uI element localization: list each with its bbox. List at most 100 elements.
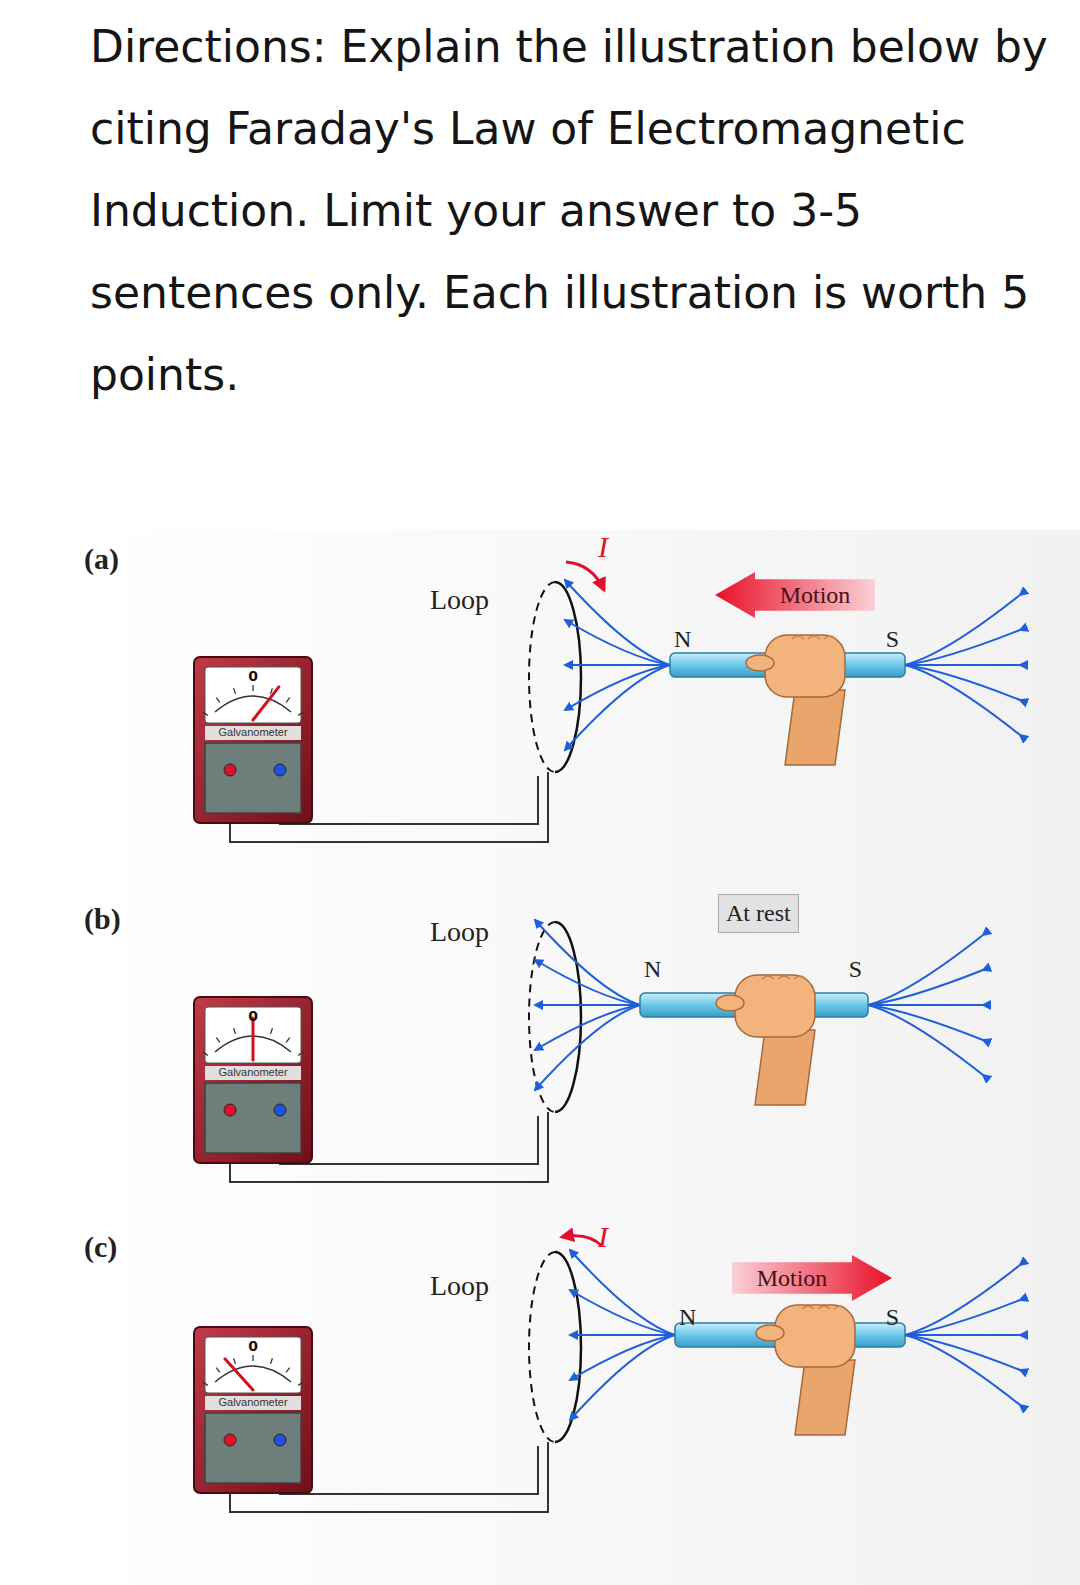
arrow-body <box>732 1255 892 1301</box>
dial-scale <box>215 1366 291 1382</box>
field-line <box>905 1334 1020 1336</box>
blue-terminal <box>274 764 286 776</box>
galvanometer-body <box>194 1327 312 1493</box>
blue-terminal <box>274 1434 286 1446</box>
field-line <box>905 664 1020 666</box>
fist <box>735 975 815 1037</box>
field-line <box>905 630 1020 665</box>
knuckle <box>808 636 820 639</box>
galvanometer-label: Galvanometer <box>218 726 287 738</box>
induction-panel <box>194 920 983 1182</box>
galvanometer-dial <box>205 1337 301 1393</box>
induction-panel <box>194 1236 1020 1512</box>
dial-tick <box>298 712 303 715</box>
thumb <box>756 1325 784 1341</box>
dial-tick <box>203 712 208 715</box>
galvanometer: 0Galvanometer <box>194 997 312 1163</box>
galvanometer: 0Galvanometer <box>194 1327 312 1493</box>
motion-label: Motion <box>757 1265 828 1292</box>
wire <box>280 1110 538 1164</box>
dial-tick <box>298 1052 303 1055</box>
galvanometer-dial <box>205 1007 301 1063</box>
panel-letter: (b) <box>84 902 121 936</box>
current-label: I <box>598 1220 608 1254</box>
field-line <box>570 1250 675 1335</box>
dial-tick <box>270 1028 272 1034</box>
field-line <box>905 1335 1020 1405</box>
galvanometer-base <box>205 1413 301 1483</box>
galvanometer-label: Galvanometer <box>218 1396 287 1408</box>
knuckle <box>834 1306 846 1309</box>
field-line <box>535 1004 640 1006</box>
red-terminal <box>224 1104 236 1116</box>
field-line <box>905 1265 1020 1335</box>
field-line <box>570 1290 675 1335</box>
field-line <box>868 970 983 1005</box>
field-line <box>565 580 670 665</box>
knuckle <box>824 636 836 639</box>
current-arrow <box>562 1236 602 1246</box>
field-line <box>905 595 1020 665</box>
galvanometer-plate <box>205 1396 301 1410</box>
loop-front <box>555 582 581 772</box>
galvanometer: 0Galvanometer <box>194 657 312 823</box>
arrow-body <box>715 572 875 618</box>
current-arrow <box>566 562 604 590</box>
field-line <box>868 1004 983 1006</box>
loop-front <box>555 922 581 1112</box>
panel-letter: (c) <box>84 1230 117 1264</box>
dial-tick <box>252 685 253 691</box>
red-terminal <box>224 1434 236 1446</box>
galvanometer-plate <box>205 1066 301 1080</box>
wrist <box>755 1030 815 1105</box>
field-line <box>535 960 640 1005</box>
field-line <box>570 1334 675 1336</box>
part-label: Loop <box>430 584 489 616</box>
thumb <box>746 655 774 671</box>
dial-tick <box>298 1382 303 1385</box>
induction-panel <box>194 562 1020 842</box>
galvanometer-body <box>194 997 312 1163</box>
dial-tick <box>234 1358 236 1364</box>
knuckle <box>802 1306 814 1309</box>
knuckle <box>792 636 804 639</box>
dial-tick <box>286 1368 290 1373</box>
motion-arrow: Motion <box>715 572 875 618</box>
wrist <box>785 690 845 765</box>
field-line <box>535 1005 640 1090</box>
knuckle <box>762 976 774 979</box>
dial-tick <box>234 688 236 694</box>
galvanometer-needle <box>225 1359 253 1390</box>
galvanometer-plate <box>205 726 301 740</box>
pole-label: S <box>886 1304 899 1331</box>
field-line <box>868 935 983 1005</box>
wire <box>280 770 538 824</box>
dial-tick <box>203 1052 208 1055</box>
dial-tick <box>270 1358 272 1364</box>
thumb <box>716 995 744 1011</box>
field-line <box>905 665 1020 735</box>
wrist <box>795 1360 855 1435</box>
fist <box>775 1305 855 1367</box>
motion-label: Motion <box>780 582 851 609</box>
blue-terminal <box>274 1104 286 1116</box>
galvanometer-base <box>205 1083 301 1153</box>
dial-scale <box>215 696 291 712</box>
dial-tick <box>203 1382 208 1385</box>
knuckle <box>778 976 790 979</box>
state-label: At rest <box>726 900 791 927</box>
current-label: I <box>598 530 608 564</box>
motion-arrow: Motion <box>732 1255 892 1301</box>
galvanometer-body <box>194 657 312 823</box>
pole-label: S <box>886 626 899 653</box>
zero-mark: 0 <box>248 1338 258 1354</box>
pole-label: N <box>674 626 691 653</box>
knuckle <box>794 976 806 979</box>
zero-mark: 0 <box>248 668 258 684</box>
pole-label: N <box>679 1304 696 1331</box>
knuckle <box>818 1306 830 1309</box>
galvanometer-label: Galvanometer <box>218 1066 287 1078</box>
field-line <box>868 1005 983 1075</box>
field-line <box>565 664 670 666</box>
